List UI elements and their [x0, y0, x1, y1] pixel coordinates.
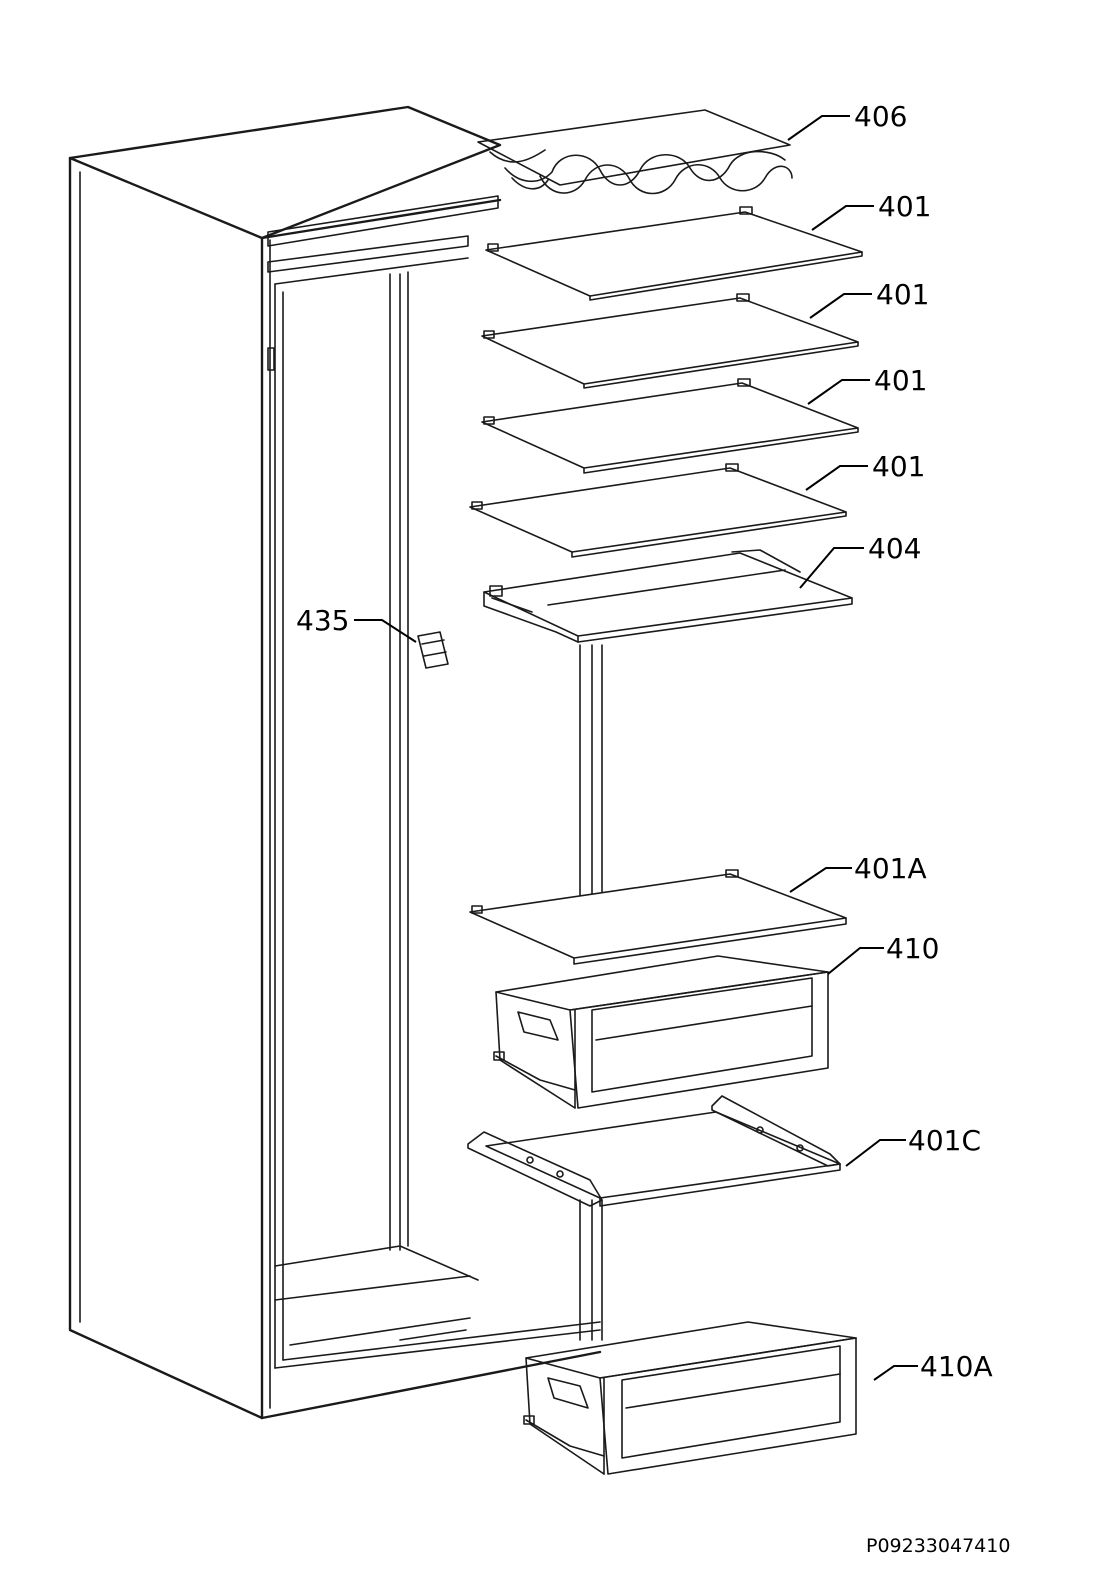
callout-401-1: 401 — [878, 190, 931, 223]
glass-shelf-401-2 — [481, 293, 859, 389]
glass-shelf-401-4 — [469, 463, 847, 558]
callout-410: 410 — [886, 932, 939, 965]
callout-401-3: 401 — [874, 364, 927, 397]
callout-404: 404 — [868, 532, 921, 565]
glass-shelf-401-1 — [485, 206, 863, 301]
cabinet — [68, 105, 602, 1420]
leader-lines — [354, 115, 918, 1381]
rear-rails — [579, 644, 603, 1341]
shelf-with-rails-401C — [467, 1095, 841, 1207]
shelf-404 — [483, 549, 853, 643]
glass-shelf-401A — [469, 869, 847, 965]
callout-406: 406 — [854, 100, 907, 133]
callout-401-2: 401 — [876, 278, 929, 311]
callout-401C: 401C — [908, 1124, 981, 1157]
glass-shelf-401-3 — [481, 378, 859, 474]
callout-labels: 406 401 401 401 401 404 435 401A 410 401… — [296, 100, 993, 1383]
wine-rack-406 — [477, 109, 793, 195]
drawer-410 — [493, 955, 829, 1109]
callout-401-4: 401 — [872, 450, 925, 483]
support-clip-435 — [417, 631, 449, 669]
drawer-410A — [523, 1321, 857, 1475]
document-number: P09233047410 — [866, 1535, 1010, 1557]
callout-435: 435 — [296, 604, 349, 637]
callout-410A: 410A — [920, 1350, 993, 1383]
callout-401A: 401A — [854, 852, 927, 885]
